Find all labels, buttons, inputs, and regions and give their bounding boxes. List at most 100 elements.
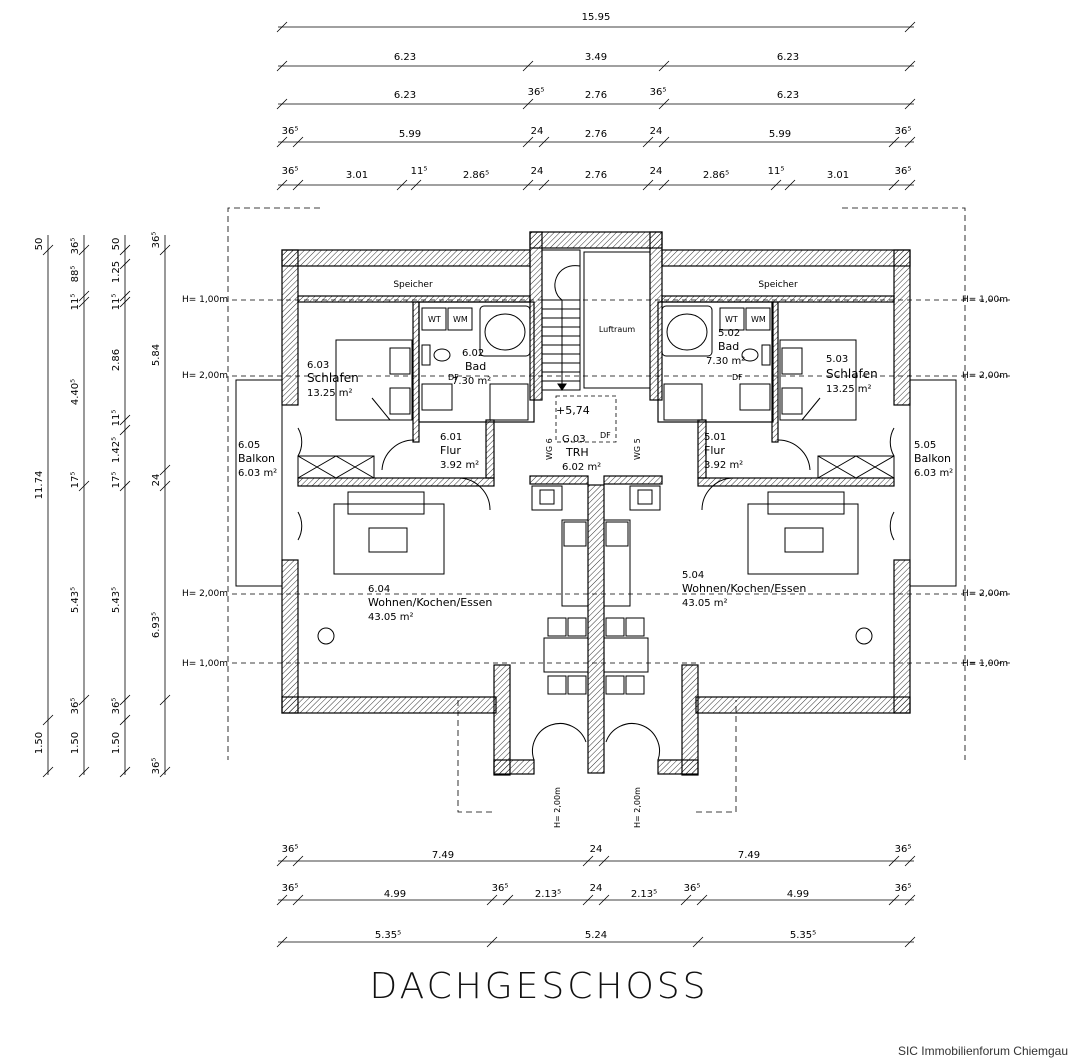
dimension-tick — [904, 855, 916, 867]
dim-top-3c: 2.76 — [585, 90, 607, 101]
dim-bot-1c: 24 — [590, 844, 603, 855]
dim-bot-3a: 5.35⁵ — [375, 930, 401, 941]
dimension-tick — [292, 136, 304, 148]
dim-bot-1e: 36⁵ — [895, 844, 912, 855]
dimension-tick — [486, 936, 498, 948]
dim-bot-2d: 2.13⁵ — [535, 889, 561, 900]
dim-top-5i: 11⁵ — [768, 166, 785, 177]
dim-left-3c: 11⁵ — [111, 294, 122, 311]
room-6-05-area: 6.03 m² — [238, 468, 277, 479]
outer-walls — [281, 231, 911, 776]
dim-left-4a: 36⁵ — [151, 232, 162, 249]
dimension-tick — [904, 60, 916, 72]
dim-top-2b: 3.49 — [585, 52, 607, 63]
room-6-02-num: 6.02 — [462, 348, 484, 359]
dim-bot-3b: 5.24 — [585, 930, 607, 941]
room-trh-num: G.03 — [562, 434, 586, 445]
label-df-left: DF — [448, 373, 459, 382]
dimension-tick — [119, 714, 131, 726]
dim-left-2a: 36⁵ — [70, 238, 81, 255]
dimension-tick — [119, 258, 131, 270]
credit-text: SIC Immobilienforum Chiemgau — [897, 1044, 1068, 1058]
room-5-05-num: 5.05 — [914, 440, 936, 451]
dimension-tick — [78, 694, 90, 706]
label-wt-left: WT — [428, 315, 441, 324]
label-wg6: WG 6 — [545, 438, 554, 460]
dim-top-5b: 3.01 — [346, 170, 368, 181]
dimension-tick — [904, 98, 916, 110]
dim-top-4c: 24 — [531, 126, 544, 137]
dim-bot-2g: 36⁵ — [684, 883, 701, 894]
dimension-tick — [119, 296, 131, 308]
dim-left-3e: 11⁵ — [111, 410, 122, 427]
dimension-tick — [42, 766, 54, 778]
dimension-tick — [658, 136, 670, 148]
label-wg5: WG 5 — [633, 438, 642, 460]
dim-top-2a: 6.23 — [394, 52, 416, 63]
interior-walls — [297, 295, 895, 487]
dim-top-3b: 36⁵ — [528, 87, 545, 98]
dim-left-3f: 1.42⁵ — [111, 437, 122, 463]
room-6-05-num: 6.05 — [238, 440, 260, 451]
room-6-05-name: Balkon — [238, 452, 275, 465]
dim-bot-2b: 4.99 — [384, 889, 406, 900]
dim-top-5d: 2.86⁵ — [463, 170, 489, 181]
dim-left-1a: 50 — [34, 238, 45, 251]
height-mark-left-4: H= 1,00m — [182, 659, 228, 669]
label-df-right: DF — [732, 373, 743, 382]
label-door-h-left: H= 2,00m — [553, 787, 562, 828]
height-mark-right-3: H= 2,00m — [962, 589, 1008, 599]
room-speicher-left: Speicher — [393, 280, 433, 290]
dim-top-5f: 2.76 — [585, 170, 607, 181]
dim-bot-1d: 7.49 — [738, 850, 760, 861]
height-mark-right-1: H= 1,00m — [962, 295, 1008, 305]
dimension-tick — [119, 244, 131, 256]
dim-top-4e: 24 — [650, 126, 663, 137]
dim-left-2c: 88⁵ — [70, 266, 81, 283]
dimension-tick — [522, 179, 534, 191]
dim-left-3g: 17⁵ — [111, 472, 122, 489]
room-6-04-num: 6.04 — [368, 584, 390, 595]
dim-bot-2a: 36⁵ — [282, 883, 299, 894]
dim-left-1b: 11.74 — [34, 471, 45, 500]
dimension-tick — [78, 766, 90, 778]
dimension-tick — [42, 244, 54, 256]
dim-left-4e: 36⁵ — [151, 758, 162, 775]
room-5-01-area: 3.92 m² — [704, 460, 743, 471]
dimension-tick — [410, 179, 422, 191]
room-speicher-right: Speicher — [758, 280, 798, 290]
dimension-tick — [159, 694, 171, 706]
dimension-tick — [904, 136, 916, 148]
label-wm-right: WM — [751, 315, 766, 324]
dim-left-2f: 5.43⁵ — [70, 587, 81, 613]
room-5-02-num: 5.02 — [718, 328, 740, 339]
dimension-tick — [159, 464, 171, 476]
dimension-tick — [642, 179, 654, 191]
dimension-tick — [276, 21, 288, 33]
room-5-01-num: 5.01 — [704, 432, 726, 443]
dimension-tick — [276, 936, 288, 948]
dimension-tick — [292, 179, 304, 191]
dimension-tick — [598, 894, 610, 906]
dim-left-3i: 36⁵ — [111, 698, 122, 715]
dim-left-3b: 1.25 — [111, 261, 122, 283]
dimension-tick — [292, 894, 304, 906]
dimension-tick — [692, 936, 704, 948]
height-mark-left-1: H= 1,00m — [182, 295, 228, 305]
dim-left-3d: 2.86 — [111, 349, 122, 371]
room-6-01-name: Flur — [440, 444, 461, 457]
room-6-03-num: 6.03 — [307, 360, 329, 371]
dim-top-4f: 5.99 — [769, 129, 791, 140]
dim-bot-2i: 36⁵ — [895, 883, 912, 894]
dimension-tick — [888, 894, 900, 906]
dim-top-5g: 24 — [650, 166, 663, 177]
room-5-04-num: 5.04 — [682, 570, 704, 581]
room-6-04-name: Wohnen/Kochen/Essen — [368, 596, 492, 609]
dim-left-2d: 4.40⁵ — [70, 379, 81, 405]
dimension-tick — [42, 714, 54, 726]
dim-left-2h: 1.50 — [70, 732, 81, 754]
dimension-tick — [78, 296, 90, 308]
room-5-05-area: 6.03 m² — [914, 468, 953, 479]
dim-top-3d: 36⁵ — [650, 87, 667, 98]
dimension-tick — [276, 179, 288, 191]
